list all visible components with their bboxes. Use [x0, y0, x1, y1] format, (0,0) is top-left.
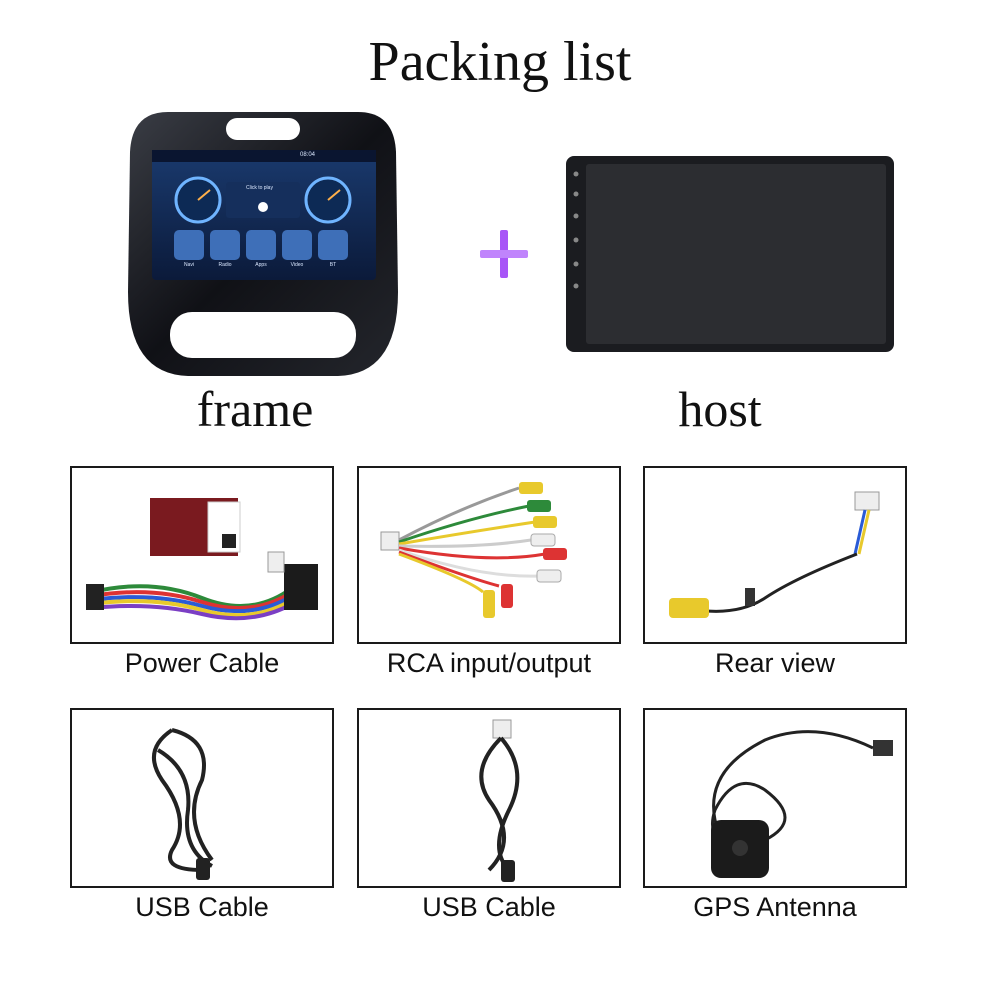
- usb-cable-icon: [152, 728, 214, 880]
- item-box-rca: [357, 466, 621, 644]
- rear-view-cable-icon: [669, 491, 880, 618]
- item-box-power-cable: [70, 466, 334, 644]
- usb-cable-icon: [479, 719, 520, 882]
- item-label-usb-cable-1: USB Cable: [135, 892, 269, 922]
- plus-icon: [478, 228, 530, 280]
- item-label-power-cable: Power Cable: [124, 648, 280, 678]
- item-label-gps-antenna: GPS Antenna: [693, 892, 857, 922]
- gps-antenna-icon: [711, 730, 893, 878]
- item-box-rear-view: [643, 466, 907, 644]
- item-box-usb-cable-2: [357, 708, 621, 888]
- media-text: Click to play: [246, 185, 273, 191]
- item-label-rca: RCA input/output: [386, 648, 592, 678]
- app-label-radio: Radio: [218, 262, 232, 268]
- host-product: [566, 156, 894, 352]
- host-label: host: [678, 381, 762, 437]
- rca-cable-icon: [380, 482, 567, 618]
- page-title: Packing list: [368, 31, 632, 93]
- app-label-bt: BT: [329, 262, 337, 268]
- app-label-apps: Apps: [255, 262, 267, 268]
- item-box-usb-cable-1: [70, 708, 334, 888]
- item-label-usb-cable-2: USB Cable: [422, 892, 556, 922]
- app-label-video: Video: [290, 262, 304, 268]
- item-box-gps-antenna: [643, 708, 907, 888]
- status-time: 08:04: [300, 152, 316, 158]
- frame-product: 08:04 Click to play Navi Radio Apps Vide…: [128, 112, 398, 378]
- app-label-navi: Navi: [183, 262, 194, 268]
- item-label-rear-view: Rear view: [714, 648, 836, 678]
- frame-label: frame: [196, 381, 314, 437]
- power-cable-icon: [86, 498, 318, 621]
